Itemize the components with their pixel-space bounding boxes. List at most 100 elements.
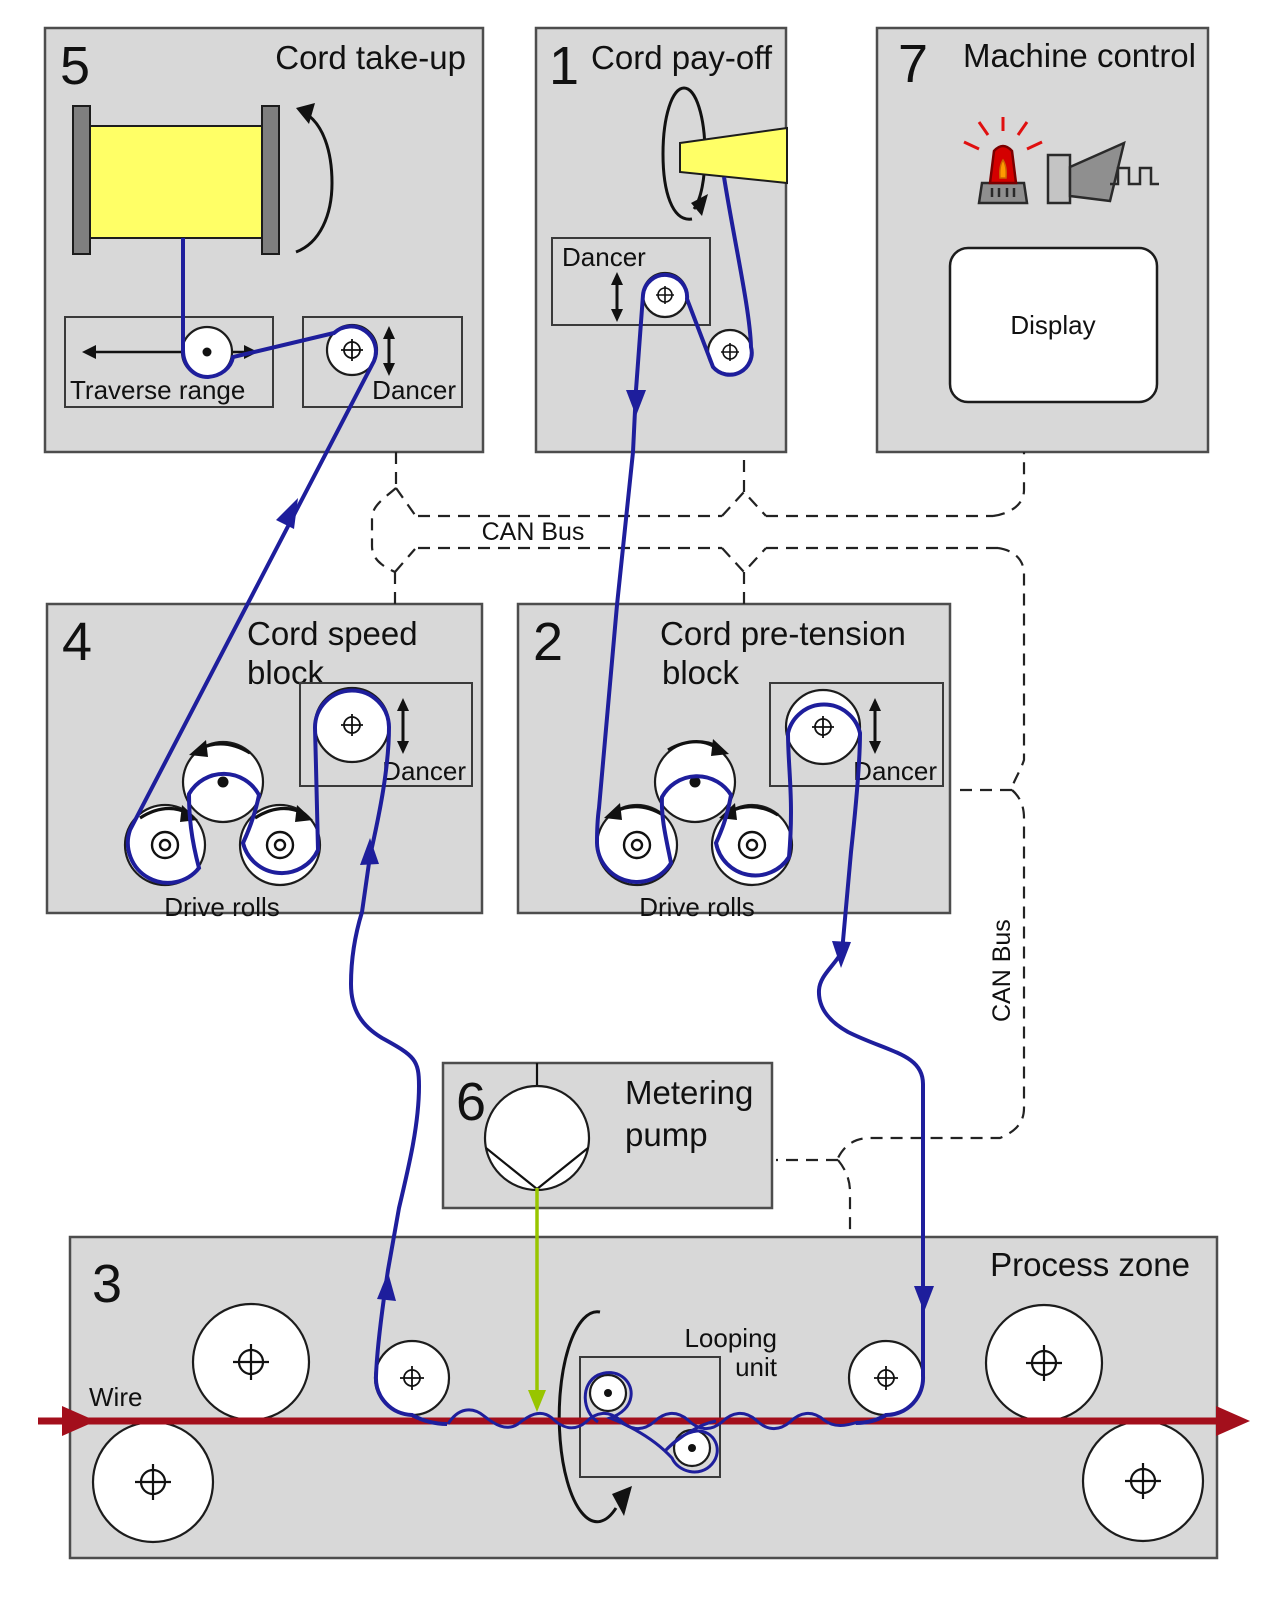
block-title-line1: Metering bbox=[625, 1074, 753, 1111]
alarm-beacon-icon bbox=[963, 117, 1043, 205]
cord-pretension-unit: 2 Cord pre-tension block Dancer Drive ro… bbox=[533, 612, 944, 922]
dancer-arrowhead-down bbox=[611, 309, 623, 322]
spool-flange-right bbox=[261, 105, 280, 255]
drive-roll-axle-bullseye bbox=[737, 830, 767, 860]
drive-roll-axle-bullseye bbox=[150, 830, 180, 860]
block-title-line1: Cord speed bbox=[247, 615, 418, 652]
process-zone-unit: 3 Process zone Wire Looping un bbox=[89, 1246, 1205, 1544]
looping-rotation-arrow bbox=[557, 1310, 618, 1524]
payoff-rotation-arrowhead bbox=[691, 194, 708, 216]
looping-roll-axle bbox=[688, 1444, 696, 1452]
block-cord-payoff bbox=[534, 26, 788, 454]
block-title-line2: block bbox=[662, 654, 740, 691]
cord-path-process-to-takeup bbox=[125, 238, 448, 1426]
block-title: Cord pay-off bbox=[591, 39, 773, 76]
looping-rotation-arrowhead bbox=[612, 1486, 632, 1516]
horn-icon bbox=[1046, 140, 1159, 205]
pulley-axle-crosshair bbox=[812, 716, 834, 738]
block-title-line2: pump bbox=[625, 1116, 708, 1153]
block-number: 2 bbox=[533, 612, 563, 672]
dancer-arrowhead-up bbox=[611, 272, 623, 285]
can-bus-middle-taps bbox=[721, 452, 767, 604]
cord-arrowhead-down-from-payoff bbox=[626, 390, 646, 416]
can-bus-network: CAN Bus CAN Bus bbox=[370, 452, 1026, 1235]
wire-label: Wire bbox=[89, 1382, 142, 1412]
roll-axle-crosshair bbox=[135, 1464, 171, 1500]
looping-unit-box bbox=[579, 1356, 721, 1478]
dancer-arrowhead-down bbox=[397, 741, 409, 754]
roll-axle-crosshair bbox=[1026, 1345, 1062, 1381]
cord-arrowhead-up-into-speed-block bbox=[360, 838, 379, 865]
looping-unit-label-line2: unit bbox=[735, 1352, 778, 1382]
dancer-label: Dancer bbox=[372, 375, 456, 405]
can-bus-label-vertical: CAN Bus bbox=[988, 919, 1016, 1022]
dancer-arrowhead-down bbox=[383, 363, 395, 376]
roll-rotation-arrowhead bbox=[711, 739, 729, 756]
pump-symbol bbox=[483, 1084, 591, 1192]
block-title-line2: block bbox=[247, 654, 325, 691]
display-label: Display bbox=[1010, 310, 1095, 340]
signal-wave-icon bbox=[1110, 166, 1159, 186]
dancer-label: Dancer bbox=[853, 756, 937, 786]
dancer-arrowhead-up bbox=[869, 698, 881, 711]
block-title-line1: Cord pre-tension bbox=[660, 615, 906, 652]
beacon-base bbox=[977, 181, 1029, 205]
traverse-range-box bbox=[64, 316, 274, 408]
can-bus-left-bracket bbox=[370, 452, 416, 604]
beacon-rays bbox=[963, 117, 1043, 151]
wire-arrowhead-out bbox=[1216, 1406, 1250, 1436]
drive-rolls-label: Drive rolls bbox=[639, 892, 755, 922]
horn-driver bbox=[1046, 153, 1072, 205]
drive-roll-axle-bullseye bbox=[265, 830, 295, 860]
speed-dancer-box bbox=[299, 682, 473, 787]
pump-feed-arrowhead bbox=[528, 1390, 546, 1412]
block-title: Cord take-up bbox=[275, 39, 466, 76]
takeup-spool bbox=[89, 125, 263, 239]
block-number: 7 bbox=[898, 34, 928, 94]
pulley-axle-crosshair bbox=[341, 714, 363, 736]
traverse-range-label: Traverse range bbox=[70, 375, 245, 405]
beacon-base-slots bbox=[990, 188, 1016, 197]
pulley-axle-crosshair bbox=[656, 286, 674, 304]
pulley-axle-crosshair bbox=[874, 1366, 898, 1390]
cord-path-payoff-to-process bbox=[594, 176, 926, 1425]
control-display bbox=[948, 246, 1159, 404]
can-bus-label-horizontal: CAN Bus bbox=[482, 518, 585, 546]
pulley-axle-crosshair bbox=[400, 1366, 424, 1390]
block-number: 1 bbox=[549, 36, 579, 96]
dancer-arrowhead-down bbox=[869, 741, 881, 754]
block-title: Process zone bbox=[990, 1246, 1190, 1283]
spool-flange-left bbox=[72, 105, 91, 255]
spool-rotation-arrowhead bbox=[296, 103, 315, 124]
drive-roll-axle bbox=[217, 776, 229, 788]
dancer-label: Dancer bbox=[382, 756, 466, 786]
cord-looping-unit-wrap bbox=[583, 1371, 719, 1474]
wire-arrowhead-in bbox=[62, 1406, 96, 1436]
cord-arrowhead-down-from-pretension bbox=[832, 941, 851, 968]
roll-rotation-arrowhead bbox=[604, 803, 622, 820]
cord-wrap-on-wire bbox=[446, 1408, 859, 1430]
drive-roll-axle bbox=[689, 776, 701, 788]
block-title: Machine control bbox=[963, 37, 1196, 74]
cord-arrowhead-down-into-process bbox=[914, 1286, 934, 1312]
payoff-cone-spool bbox=[679, 126, 788, 185]
cord-arrowhead-up-to-takeup bbox=[276, 498, 298, 529]
beacon-bulb bbox=[999, 158, 1007, 179]
roll-axle-crosshair bbox=[1125, 1463, 1161, 1499]
can-bus-right-vertical bbox=[776, 546, 1026, 1235]
pulley-axle-crosshair bbox=[341, 339, 363, 361]
traverse-arrowhead-left bbox=[82, 345, 96, 359]
cord-takeup-unit: 5 Cord take-up Traverse range Dancer bbox=[60, 36, 466, 408]
cord-payoff-unit: 1 Cord pay-off Dancer bbox=[549, 36, 788, 376]
can-bus-right-upper-elbow bbox=[992, 452, 1026, 518]
machine-control-unit: 7 Machine control Display bbox=[898, 34, 1196, 404]
roll-rotation-arrowhead bbox=[295, 805, 313, 822]
block-number: 5 bbox=[60, 36, 90, 96]
dancer-label: Dancer bbox=[562, 242, 646, 272]
traverse-pulley-axle bbox=[202, 347, 212, 357]
wire-line bbox=[38, 1406, 1250, 1436]
dancer-arrowhead-up bbox=[383, 326, 395, 339]
block-number: 3 bbox=[92, 1254, 122, 1314]
drive-rolls-label: Drive rolls bbox=[164, 892, 280, 922]
